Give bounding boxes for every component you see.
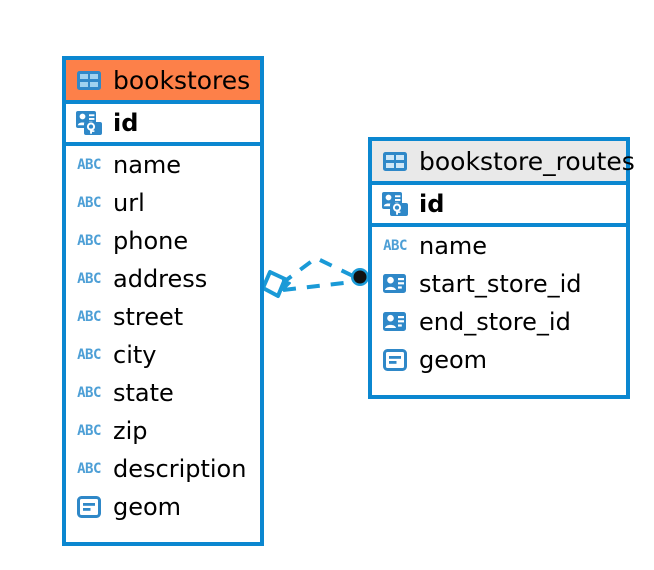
field-label: id (419, 190, 445, 218)
abc-text-icon: ABC (77, 309, 101, 325)
field-label: start_store_id (419, 270, 582, 298)
table-icon (380, 148, 410, 174)
field-label: description (113, 455, 247, 483)
abc-text-icon: ABC (77, 271, 101, 287)
foreign-key-icon (380, 309, 410, 335)
entity-header-bookstores: bookstores (66, 60, 260, 104)
field-label: phone (113, 227, 189, 255)
field-row[interactable]: ABC name (66, 146, 260, 184)
primary-key-icon (380, 191, 410, 217)
entity-title: bookstore_routes (419, 146, 635, 176)
abc-text-icon: ABC (77, 461, 101, 477)
field-row[interactable]: ABC phone (66, 222, 260, 260)
field-label: name (419, 232, 488, 260)
filled-circle-marker (351, 268, 369, 286)
abc-text-icon: ABC (77, 195, 101, 211)
field-row[interactable]: start_store_id (372, 265, 626, 303)
field-row[interactable]: ABC name (372, 227, 626, 265)
abc-text-icon: ABC (77, 423, 101, 439)
field-label: id (113, 109, 139, 137)
blob-geometry-icon (380, 347, 410, 373)
field-label: zip (113, 417, 148, 445)
field-row-primary-key[interactable]: id (66, 104, 260, 146)
field-label: geom (419, 346, 488, 374)
field-row[interactable]: ABC state (66, 374, 260, 412)
foreign-key-icon (380, 271, 410, 297)
field-label: street (113, 303, 184, 331)
field-row-primary-key[interactable]: id (372, 185, 626, 227)
diamond-marker (261, 270, 291, 298)
field-label: geom (113, 493, 182, 521)
relationship-line-lower (282, 280, 353, 292)
field-label: address (113, 265, 208, 293)
abc-text-icon: ABC (77, 385, 101, 401)
field-row[interactable]: ABC address (66, 260, 260, 298)
primary-key-icon (74, 110, 104, 136)
field-row[interactable]: ABC description (66, 450, 260, 488)
field-label: end_store_id (419, 308, 571, 336)
relationship-line-upper (279, 255, 354, 286)
field-label: name (113, 151, 182, 179)
field-row[interactable]: geom (66, 488, 260, 526)
field-row[interactable]: end_store_id (372, 303, 626, 341)
abc-text-icon: ABC (77, 233, 101, 249)
entity-header-bookstore-routes: bookstore_routes (372, 141, 635, 185)
blob-geometry-icon (74, 494, 104, 520)
field-row[interactable]: ABC street (66, 298, 260, 336)
field-row[interactable]: geom (372, 341, 626, 379)
field-label: url (113, 189, 145, 217)
field-label: city (113, 341, 157, 369)
field-row[interactable]: ABC url (66, 184, 260, 222)
entity-title: bookstores (113, 65, 251, 95)
abc-text-icon: ABC (383, 238, 407, 254)
field-row[interactable]: ABC zip (66, 412, 260, 450)
field-label: state (113, 379, 174, 407)
abc-text-icon: ABC (77, 347, 101, 363)
abc-text-icon: ABC (77, 157, 101, 173)
field-row[interactable]: ABC city (66, 336, 260, 374)
table-icon (74, 67, 104, 93)
